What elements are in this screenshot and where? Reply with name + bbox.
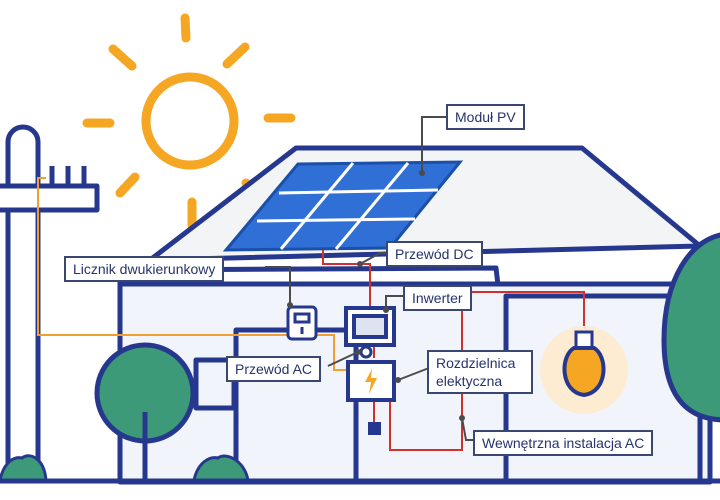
bushes xyxy=(0,454,250,482)
label-inverter: Inwerter xyxy=(403,285,472,311)
label-switchboard: Rozdzielnica elektyczna xyxy=(427,350,533,394)
label-pv-module: Moduł PV xyxy=(446,104,525,130)
pv-panel xyxy=(222,160,464,252)
label-switchboard-line2: elektyczna xyxy=(436,373,503,389)
tree-right xyxy=(661,232,720,423)
label-ac-wire: Przewód AC xyxy=(226,356,322,382)
label-dc-wire: Przewód DC xyxy=(386,241,483,267)
leader-lines xyxy=(265,116,474,441)
label-switchboard-line1: Rozdzielnica xyxy=(436,355,516,371)
switchboard-icon xyxy=(346,345,396,435)
label-internal-ac-installation: Wewnętrzna instalacja AC xyxy=(473,430,654,456)
utility-pole xyxy=(0,124,100,480)
door xyxy=(233,327,359,485)
inverter-icon xyxy=(344,306,396,347)
label-bidirectional-meter: Licznik dwukierunkowy xyxy=(64,256,225,282)
sun-icon xyxy=(82,13,296,230)
tree-left xyxy=(94,342,196,480)
meter-icon xyxy=(286,305,318,341)
light-bulb-icon xyxy=(540,326,628,414)
leader-dots xyxy=(287,170,465,421)
